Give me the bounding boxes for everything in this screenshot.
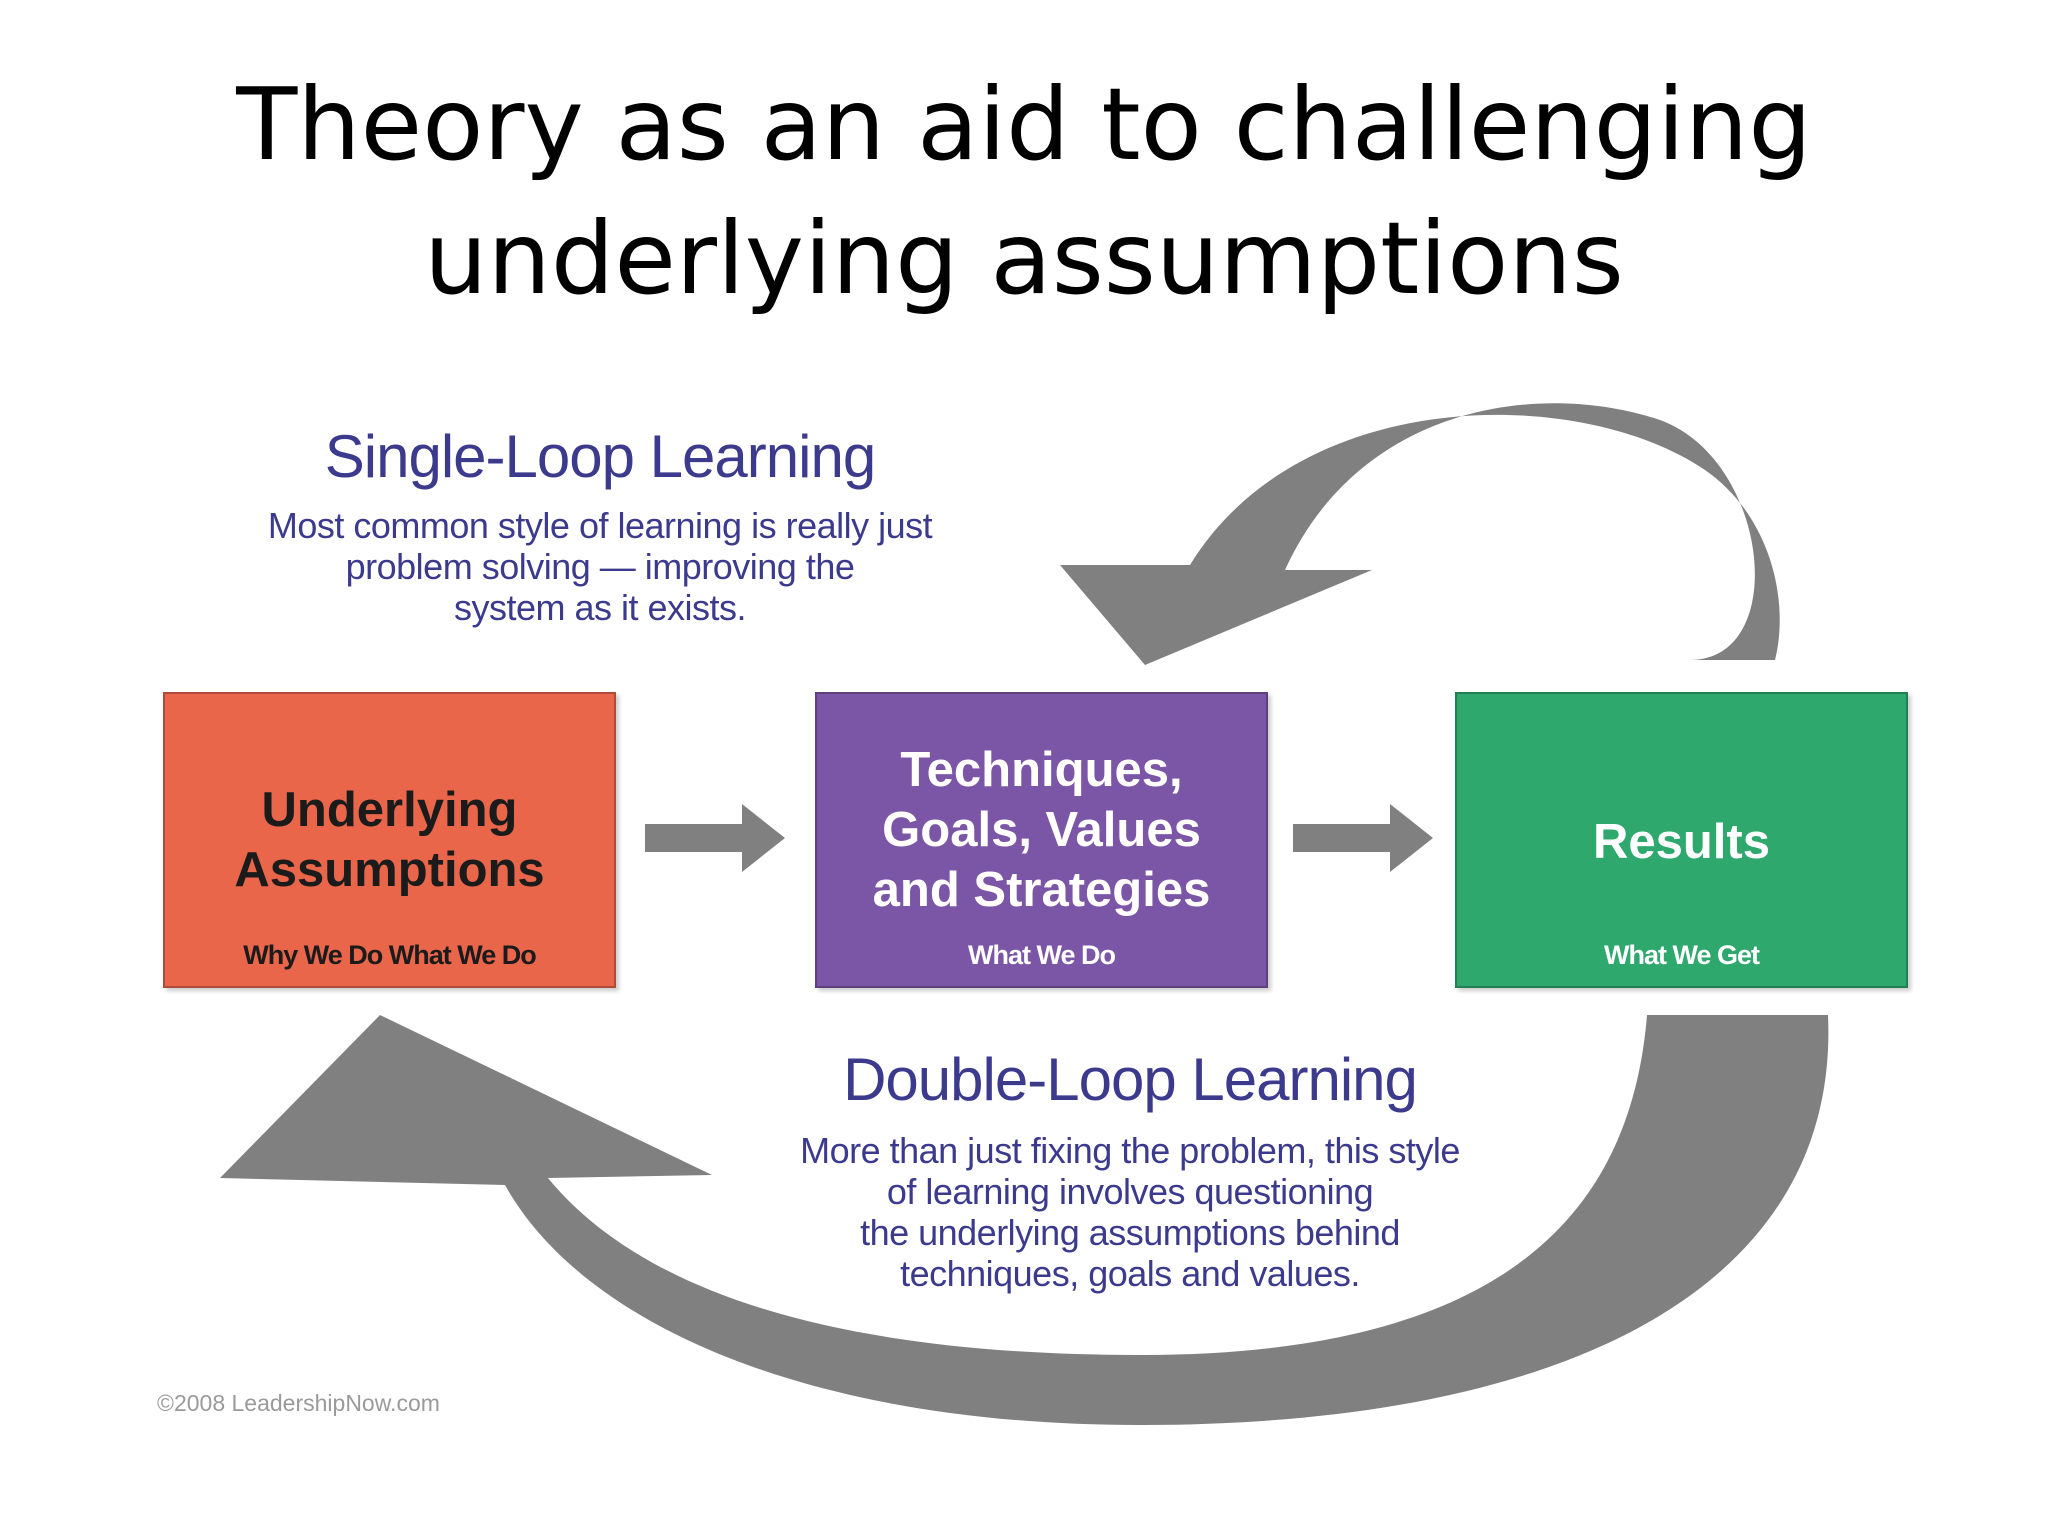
single-loop-description-line-3: system as it exists. — [453, 587, 747, 628]
box-title-line: Underlying — [261, 783, 518, 837]
techniques-box: Techniques, Goals, Values and Strategies… — [815, 692, 1268, 988]
single-loop-description: Most common style of learning is really … — [150, 505, 1050, 628]
single-loop-description-line-1: Most common style of learning is really … — [267, 505, 933, 546]
box-title-line: Results — [1592, 815, 1770, 869]
single-loop-title: Single-Loop Learning — [324, 423, 876, 490]
slide-title-line-2: underlying assumptions — [424, 200, 1624, 317]
double-loop-description-line-2: of learning involves questioning — [886, 1171, 1374, 1212]
single-loop-description-line-2: problem solving — improving the — [345, 546, 855, 587]
double-loop-description-line-4: techniques, goals and values. — [900, 1253, 1360, 1294]
results-title: Results — [1457, 812, 1906, 872]
single-loop-arrow — [1060, 403, 1780, 665]
results-box: Results What We Get — [1455, 692, 1908, 988]
arrow-techniques-to-results — [1293, 804, 1433, 872]
techniques-subtitle: What We Do — [968, 940, 1116, 970]
box-title-line: Assumptions — [234, 843, 545, 897]
slide-title-line-1: Theory as an aid to challenging — [236, 66, 1812, 183]
underlying-assumptions-box: Underlying Assumptions Why We Do What We… — [163, 692, 616, 988]
underlying-assumptions-subtitle: Why We Do What We Do — [243, 940, 537, 970]
arrow-assumptions-to-techniques — [645, 804, 785, 872]
techniques-title: Techniques, Goals, Values and Strategies — [817, 740, 1266, 920]
underlying-assumptions-title: Underlying Assumptions — [165, 780, 614, 900]
box-title-line: and Strategies — [872, 863, 1211, 917]
double-loop-title: Double-Loop Learning — [843, 1046, 1418, 1113]
results-subtitle: What We Get — [1603, 940, 1760, 970]
double-loop-description-line-3: the underlying assumptions behind — [860, 1212, 1400, 1253]
double-loop-arrow — [220, 1015, 1829, 1425]
box-title-line: Techniques, — [900, 743, 1183, 797]
box-title-line: Goals, Values — [882, 803, 1201, 857]
double-loop-description-line-1: More than just fixing the problem, this … — [800, 1130, 1460, 1171]
copyright-notice: ©2008 LeadershipNow.com — [157, 1390, 440, 1416]
double-loop-description: More than just fixing the problem, this … — [680, 1130, 1580, 1294]
slide-title: Theory as an aid to challenging underlyi… — [0, 58, 2048, 326]
